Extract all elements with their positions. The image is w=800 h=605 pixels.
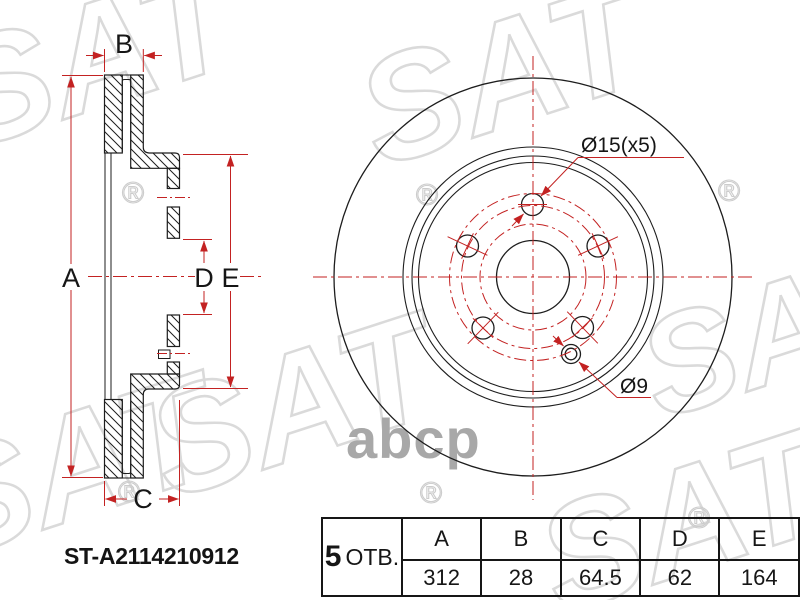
dim-e-extension-lines xyxy=(183,154,248,389)
part-number: ST-A2114210912 xyxy=(64,543,239,569)
set-screw-notch xyxy=(158,349,171,359)
spec-table-container: 5 ОТВ. A B C D E 312 28 64.5 62 164 xyxy=(321,517,800,597)
spec-table: 5 ОТВ. A B C D E 312 28 64.5 62 164 xyxy=(321,517,800,597)
dim-label-d: D xyxy=(194,263,214,293)
dimension-annotations xyxy=(62,49,684,506)
watermark-logo: SAT xyxy=(338,0,675,198)
registered-mark-icon: ® xyxy=(718,175,740,208)
hub-construction-circle-inner xyxy=(479,223,587,331)
spec-header-e: E xyxy=(718,517,800,561)
dim-a-extension-lines xyxy=(62,75,103,478)
set-screw-hole-outer xyxy=(560,343,582,365)
bolt-hole-dia-label: Ø15(x5) xyxy=(581,134,657,157)
bolt-hole-dia-leader xyxy=(540,157,579,197)
bolt-hole xyxy=(455,234,480,258)
hat-wall-segment xyxy=(166,167,181,190)
dim-label-a: A xyxy=(62,263,80,293)
registered-mark-icon: ® xyxy=(122,177,144,210)
set-screw-dia-leader xyxy=(578,361,618,398)
dim-b-extension-lines xyxy=(104,49,144,72)
spec-header-b: B xyxy=(480,517,562,561)
disc-inner-edge-lines xyxy=(104,153,112,400)
set-screw-dia-counter-arrow xyxy=(552,335,564,347)
bolt-hole-dia-counter-arrow xyxy=(511,213,524,227)
hat-wall-segment xyxy=(166,314,181,348)
holes-label: ОТВ. xyxy=(345,543,400,570)
registered-mark-icon: ® xyxy=(420,477,442,510)
bolt-hole xyxy=(586,234,610,258)
dimension-labels: A B C D E Ø15(x5) Ø9 xyxy=(62,29,657,514)
dim-d-extension-lines xyxy=(183,239,212,315)
watermark-logo: SAT xyxy=(621,213,800,449)
spec-header-d: D xyxy=(639,517,721,561)
spec-value-c: 64.5 xyxy=(559,559,642,597)
section-bottom-outboard-plate xyxy=(103,398,123,479)
dim-label-b: B xyxy=(115,29,133,59)
hat-wall-segment xyxy=(166,361,181,375)
centerlines xyxy=(88,56,752,500)
vent-slot-top xyxy=(104,74,144,152)
vent-slot-bottom xyxy=(104,401,144,479)
set-screw-dia-label: Ø9 xyxy=(620,375,648,398)
dim-c-extension-lines xyxy=(104,400,180,506)
spec-header-c: C xyxy=(559,517,642,561)
bolt-hole xyxy=(570,315,595,340)
section-top-outboard-plate xyxy=(103,74,123,154)
watermark-abcp: abcp xyxy=(346,407,481,470)
registered-mark-icon: ® xyxy=(416,179,438,212)
registered-mark-icon: ® xyxy=(118,476,140,509)
spec-header-a: A xyxy=(400,517,483,561)
spec-value-b: 28 xyxy=(480,559,562,597)
bolt-hole-tick-marks xyxy=(447,204,619,345)
set-screw-hole-inner xyxy=(564,347,578,361)
bolt-hole xyxy=(471,316,495,340)
dim-label-c: C xyxy=(133,484,153,514)
spec-value-d: 62 xyxy=(639,559,721,597)
holes-count: 5 xyxy=(324,540,342,573)
spec-value-a: 312 xyxy=(400,559,483,597)
hat-wall-segment xyxy=(166,206,181,239)
hub-construction-circle-outer xyxy=(449,193,617,361)
section-bottom-inboard-plate-and-flange xyxy=(130,373,181,479)
section-top-inboard-plate-and-flange xyxy=(130,74,181,169)
section-view xyxy=(103,74,181,479)
bolt-circle xyxy=(461,205,605,349)
holes-cell: 5 ОТВ. xyxy=(321,517,403,597)
dim-label-e: E xyxy=(221,263,239,293)
spec-value-e: 164 xyxy=(718,559,800,597)
